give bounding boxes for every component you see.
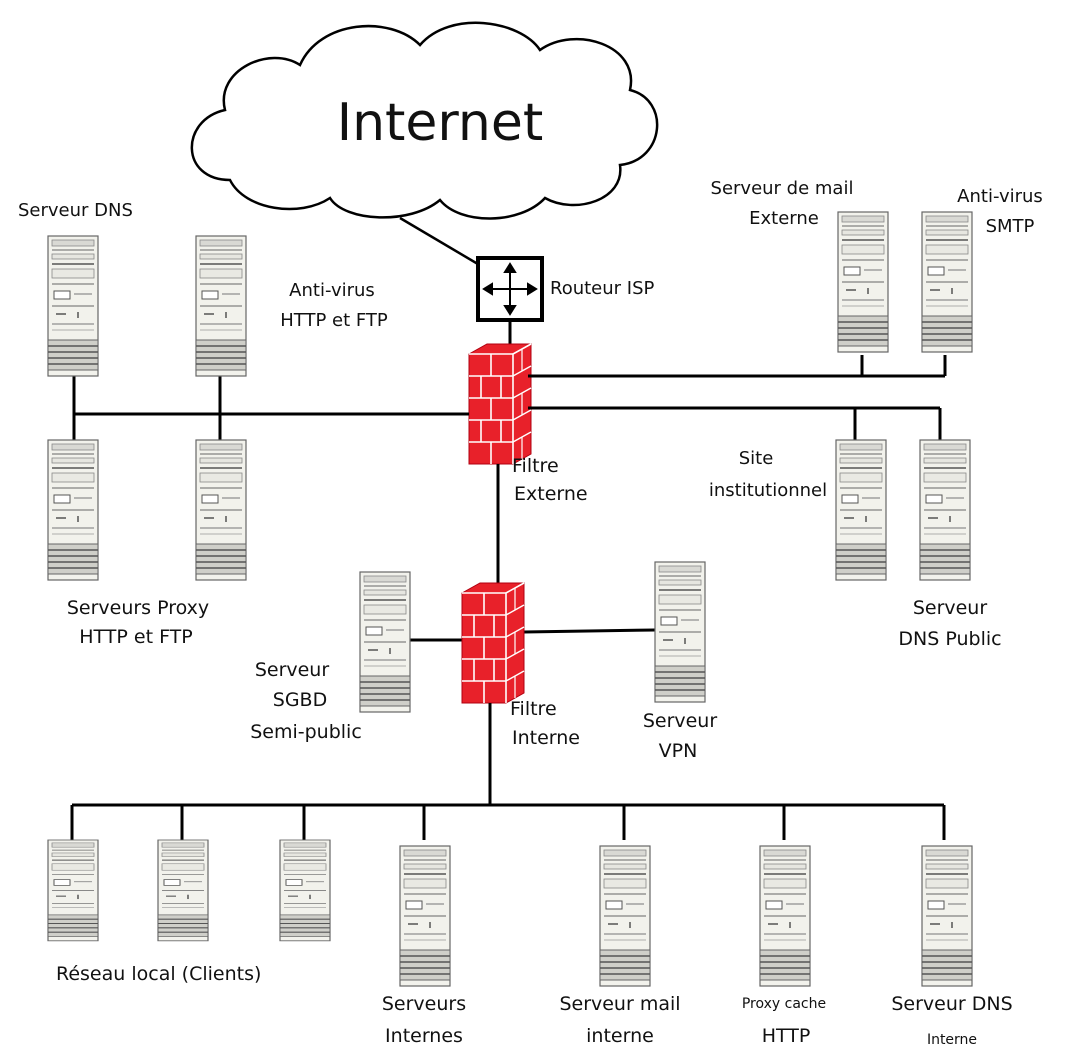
mail-int-label-1: Serveur mail [559, 993, 680, 1015]
institutional-site-server [835, 439, 887, 581]
proxy-label-1: Serveurs Proxy [67, 597, 209, 619]
dns-server-label: Serveur DNS [18, 200, 133, 221]
vpn-link [523, 628, 656, 634]
vpn-label-2: VPN [659, 740, 698, 762]
int-srv-label-2: Internes [385, 1025, 463, 1047]
av-smtp-label-1: Anti-virus [957, 186, 1043, 207]
lan-label: Réseau local (Clients) [56, 963, 261, 985]
dns-int-label-2: Interne [927, 1032, 977, 1048]
proxy-server-1 [47, 439, 99, 581]
external-firewall-label-2: Externe [514, 483, 588, 505]
av-smtp-server [921, 211, 973, 353]
router-label: Routeur ISP [550, 278, 655, 299]
client-pc-1 [47, 839, 99, 942]
internal-server [399, 845, 451, 987]
int-srv-label-1: Serveurs [382, 993, 466, 1015]
internet-router-link [399, 216, 489, 272]
mail-int-label-2: interne [586, 1025, 654, 1047]
site-label-2: institutionnel [709, 480, 827, 501]
sgbd-label-2: SGBD [273, 689, 327, 711]
proxy-cache-label-2: HTTP [762, 1025, 811, 1047]
internet-label: Internet [337, 93, 543, 153]
client-pc-2 [157, 839, 209, 942]
sgbd-label-3: Semi-public [250, 721, 362, 743]
public-dns-server [919, 439, 971, 581]
internal-mail-server [599, 845, 651, 987]
av-http-label-2: HTTP et FTP [280, 310, 388, 331]
mail-ext-label-1: Serveur de mail [711, 178, 854, 199]
external-mail-server [837, 211, 889, 353]
router-arrows-icon [482, 262, 538, 316]
internet-cloud: Internet [190, 21, 659, 220]
vpn-server [654, 561, 706, 703]
dns-pub-label-1: Serveur [913, 597, 988, 619]
internal-dns-server [921, 845, 973, 987]
dns-int-label-1: Serveur DNS [891, 993, 1012, 1015]
mail-ext-label-2: Externe [749, 208, 819, 229]
dns-server [47, 235, 99, 377]
site-label-1: Site [739, 448, 774, 469]
av-http-ftp-server [195, 235, 247, 377]
sgbd-label-1: Serveur [255, 659, 330, 681]
vpn-label-1: Serveur [643, 710, 718, 732]
proxy-cache-label-1: Proxy cache [742, 996, 826, 1012]
av-smtp-label-2: SMTP [986, 216, 1035, 237]
external-firewall-label-1: Filtre [512, 455, 559, 477]
isp-router: Routeur ISP [476, 256, 655, 322]
av-http-label-1: Anti-virus [289, 280, 375, 301]
http-proxy-cache-server [759, 845, 811, 987]
proxy-server-2 [195, 439, 247, 581]
client-pc-3 [279, 839, 331, 942]
external-firewall: Filtre Externe [468, 343, 588, 505]
sgbd-server [359, 571, 411, 713]
dns-pub-label-2: DNS Public [898, 628, 1001, 650]
internal-firewall-label-1: Filtre [510, 698, 557, 720]
internal-firewall-label-2: Interne [512, 727, 580, 749]
internal-firewall: Filtre Interne [461, 582, 580, 749]
proxy-label-2: HTTP et FTP [79, 626, 193, 648]
